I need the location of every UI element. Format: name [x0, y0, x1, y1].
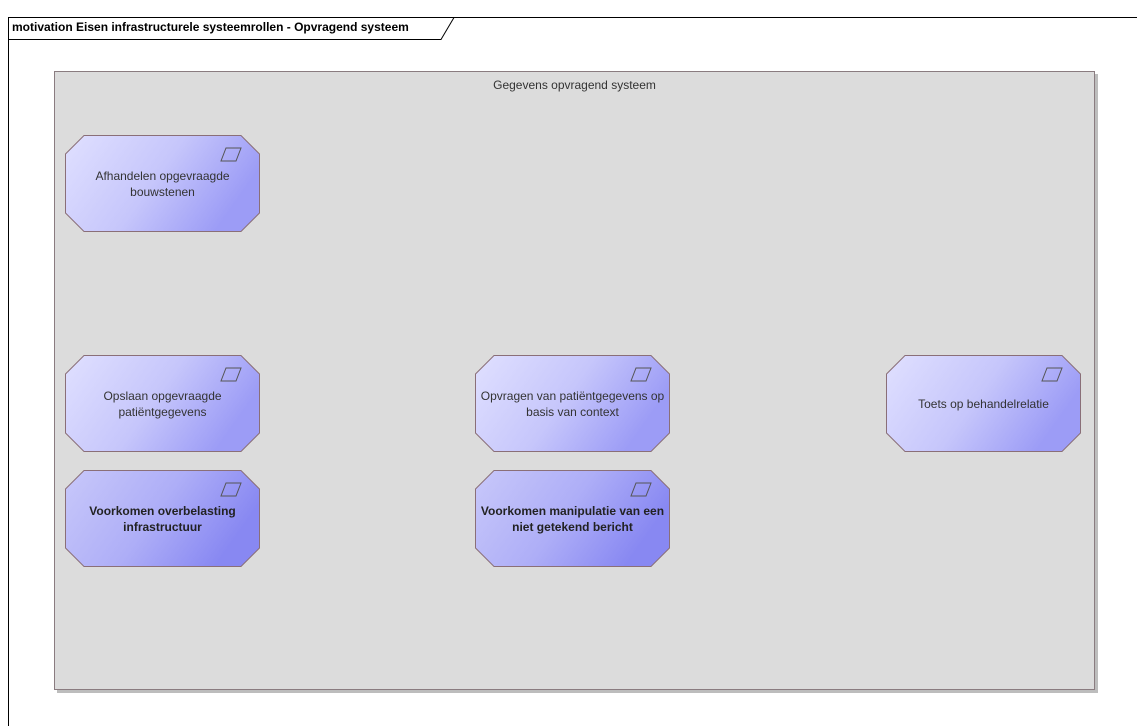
requirement-shape: [65, 355, 260, 452]
requirement-label: Voorkomen manipulatie van een niet getek…: [480, 503, 665, 534]
group-label: Gegevens opvragend systeem: [493, 78, 656, 92]
requirement-label: Toets op behandelrelatie: [918, 396, 1049, 411]
requirement-shape: [475, 470, 670, 567]
requirement-parallelogram-icon: [630, 367, 652, 382]
requirement-label: Opvragen van patiëntgegevens op basis va…: [480, 388, 665, 419]
requirement-parallelogram-icon: [220, 482, 242, 497]
requirement-label: Afhandelen opgevraagde bouwstenen: [95, 168, 230, 199]
requirement-parallelogram-icon: [220, 147, 242, 162]
requirement-shape: [886, 355, 1081, 452]
requirement-shape: [65, 470, 260, 567]
diagram-frame: [8, 17, 1137, 726]
requirement-shape: [475, 355, 670, 452]
requirement-voorkomen-overbelasting[interactable]: Voorkomen overbelasting infrastructuur: [65, 470, 260, 567]
requirement-parallelogram-icon: [630, 482, 652, 497]
requirement-parallelogram-icon: [220, 367, 242, 382]
requirement-opslaan[interactable]: Opslaan opgevraagde patiëntgegevens: [65, 355, 260, 452]
requirement-label: Opslaan opgevraagde patiëntgegevens: [103, 388, 222, 419]
requirement-voorkomen-manipulatie[interactable]: Voorkomen manipulatie van een niet getek…: [475, 470, 670, 567]
requirement-toets-behandelrelatie[interactable]: Toets op behandelrelatie: [886, 355, 1081, 452]
diagram-title: motivation Eisen infrastructurele systee…: [12, 20, 409, 34]
requirement-afhandelen[interactable]: Afhandelen opgevraagde bouwstenen: [65, 135, 260, 232]
requirement-parallelogram-icon: [1041, 367, 1063, 382]
requirement-opvragen[interactable]: Opvragen van patiëntgegevens op basis va…: [475, 355, 670, 452]
requirement-shape: [65, 135, 260, 232]
requirement-label: Voorkomen overbelasting infrastructuur: [89, 503, 236, 534]
title-tab-outline: [8, 17, 455, 40]
